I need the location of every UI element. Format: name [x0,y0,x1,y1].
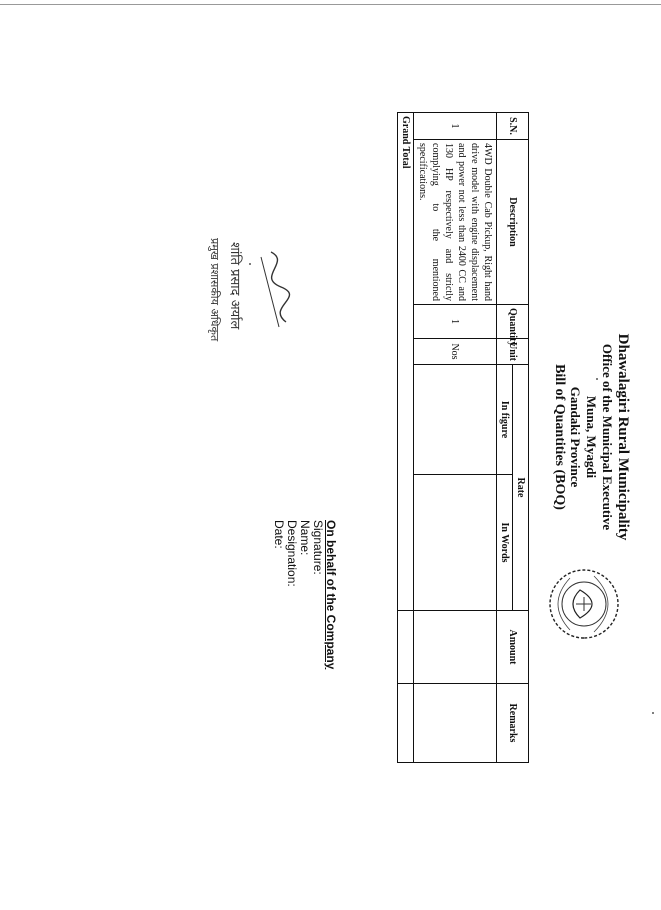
header-remarks: Remarks [496,683,529,763]
grand-total-label: Grand Total [397,112,414,611]
boq-table: S.N. Description Quantity Unit Rate Amou… [397,112,529,763]
header-in-figure: In figure [496,364,513,475]
signatory-title: प्रमुख प्रशासकीय अधिकृत [208,238,221,342]
cell-in-figure [413,364,497,475]
scan-speck [249,263,251,265]
header-description: Description [496,139,529,305]
company-title: On behalf of the Company [324,520,338,670]
cell-amount [413,610,497,684]
header-unit: Unit [496,338,529,365]
table-header-row: S.N. Description Quantity Unit Rate Amou… [496,112,529,763]
name-field: Name: [298,520,312,556]
header-rate: Rate [512,364,529,611]
grand-total-amount [397,610,414,684]
designation-field: Designation: [285,520,299,587]
cell-in-words [413,474,497,611]
cell-sn: 1 [413,112,497,140]
scan-top-line [0,4,661,5]
document-header: Dhawalagiri Rural Municipality Office of… [551,112,631,762]
cell-unit: Nos [413,338,497,365]
date-field: Date: [272,520,286,549]
scan-speck [596,378,598,380]
table-row: 1 4WD Double Cab Pickup, Right hand driv… [413,112,497,763]
signatory-name: शांति प्रसाद अर्याल [227,242,243,330]
header-quantity: Quantity [496,304,529,346]
grand-total-row: Grand Total [397,112,414,763]
signature-field: Signature: [311,520,325,575]
province: Gandaki Province [568,386,583,488]
cell-description: 4WD Double Cab Pickup, Right hand drive … [413,139,497,305]
handwritten-signature-icon: शांति प्रसाद अर्याल प्रमुख प्रशासकीय अधि… [208,238,291,342]
grand-total-remarks [397,683,414,763]
header-in-words: In Words [496,474,513,611]
scan-speck [652,712,654,714]
cell-remarks [413,683,497,763]
document-title: Bill of Quantities (BOQ) [552,364,567,510]
location: Muna, Myagdi [584,395,599,479]
header-amount: Amount [496,610,529,684]
office-name: Office of the Municipal Executive [600,343,615,531]
boq-document: Dhawalagiri Rural Municipality Office of… [1,112,631,763]
municipality-name: Dhawalagiri Rural Municipality [615,333,631,541]
company-signature-block: On behalf of the Company Signature: Name… [272,520,338,670]
header-sn: S.N. [496,112,529,140]
cell-quantity: 1 [413,304,497,339]
official-seal-icon [549,569,619,639]
